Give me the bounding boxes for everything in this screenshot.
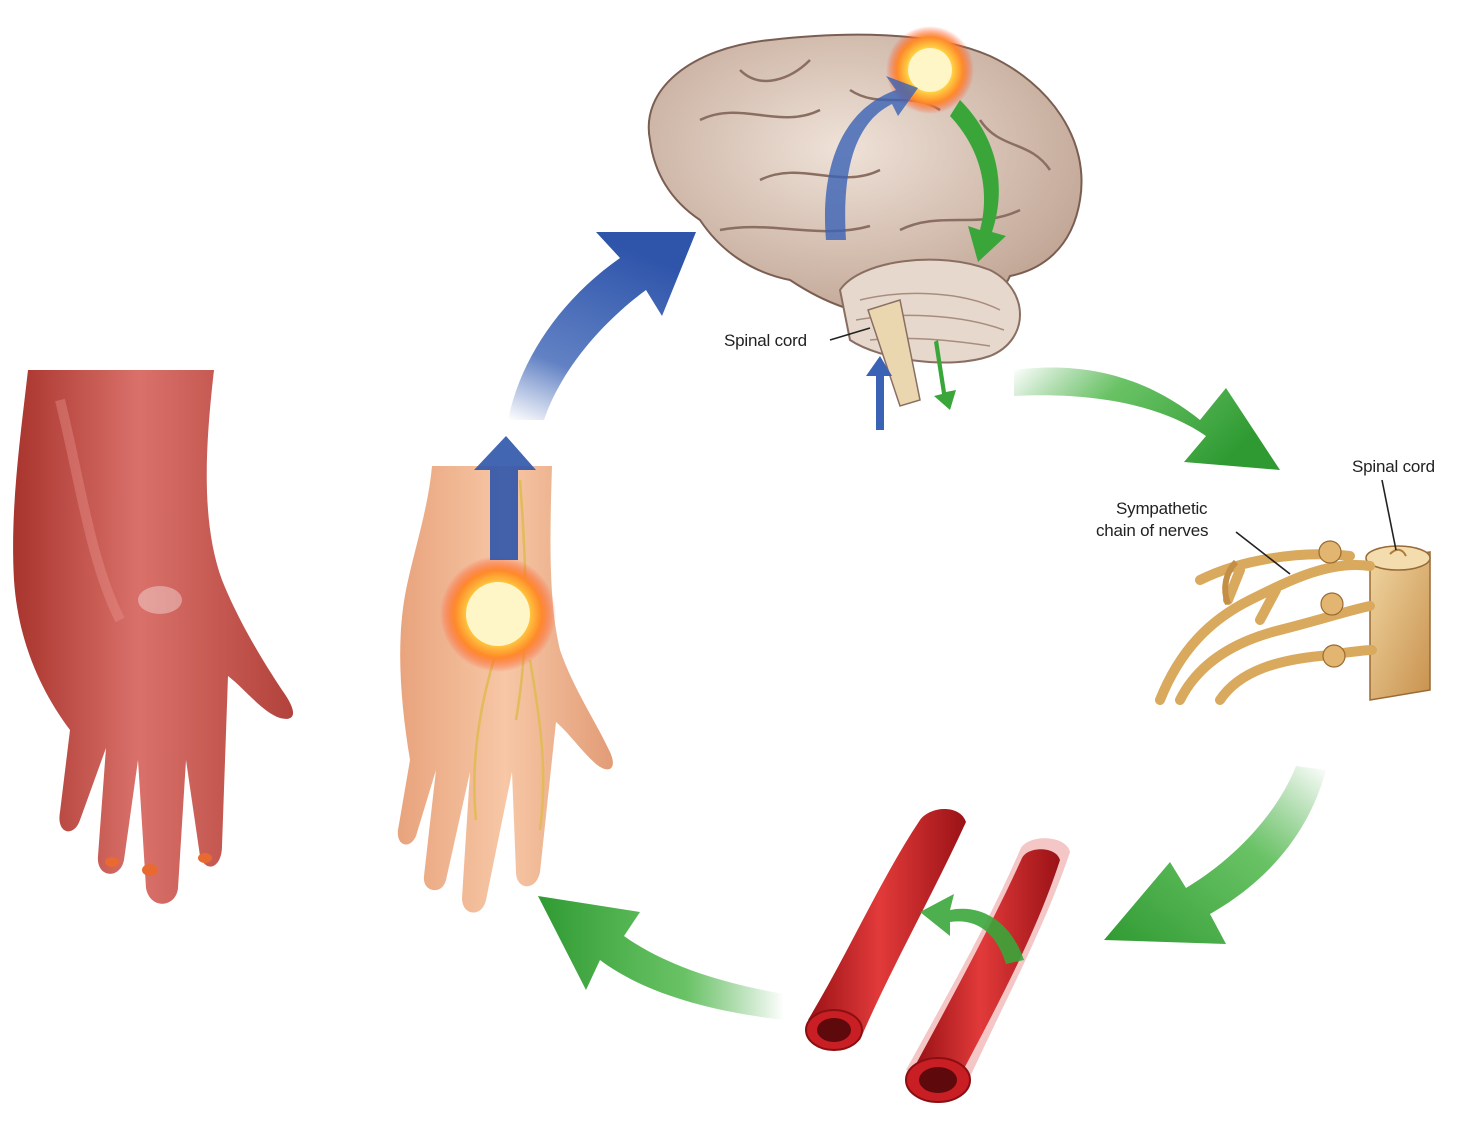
nerve-spinal-cord-label: Spinal cord bbox=[1352, 457, 1435, 476]
brain-spinal-cord-label: Spinal cord bbox=[724, 331, 807, 350]
efferent-arrow-to-vessels bbox=[1104, 766, 1326, 944]
afferent-arrow bbox=[508, 232, 696, 420]
injured-hand-illustration bbox=[398, 436, 613, 913]
nerve-spinal-cord-callout: Spinal cord bbox=[1352, 457, 1435, 550]
brain-illustration bbox=[649, 26, 1082, 430]
sympathetic-chain-illustration bbox=[1160, 541, 1430, 700]
sympathetic-label-line1: Sympathetic bbox=[1116, 499, 1208, 518]
efferent-arrow-to-nerves bbox=[1014, 367, 1280, 470]
sympathetic-label-line2: chain of nerves bbox=[1096, 521, 1208, 540]
blood-vessels-illustration bbox=[806, 809, 1070, 1102]
swollen-hand-illustration bbox=[13, 370, 293, 904]
efferent-arrow-to-hand bbox=[538, 896, 784, 1020]
